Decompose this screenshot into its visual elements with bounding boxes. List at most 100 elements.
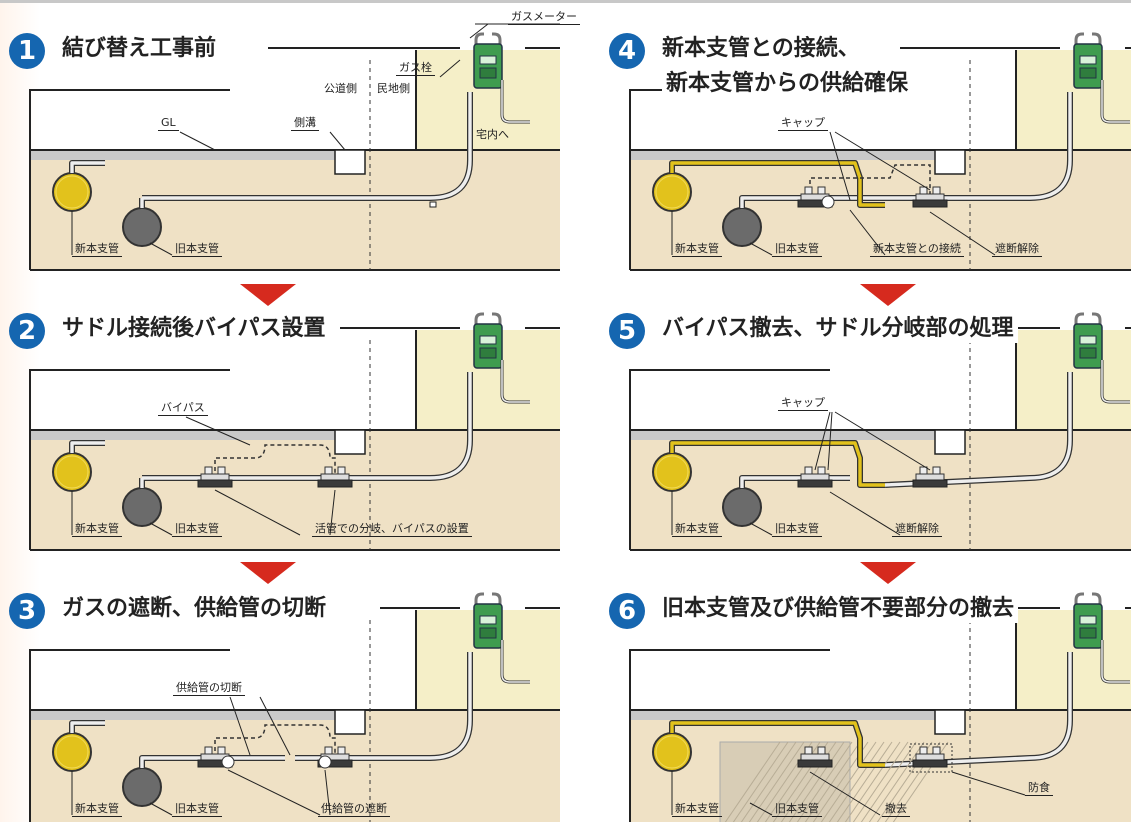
arrow-down-icon bbox=[240, 562, 296, 584]
gas-meter-icon bbox=[473, 43, 503, 89]
live-branch-label: 活管での分岐、バイパスの設置 bbox=[312, 522, 472, 537]
branch-leader bbox=[214, 489, 301, 536]
new-main-riser bbox=[70, 721, 105, 733]
step-1-number: 1 bbox=[9, 33, 45, 69]
saddle-fitting-2-cap-a bbox=[324, 466, 333, 475]
connect-leader bbox=[849, 209, 886, 256]
road-surface bbox=[30, 430, 335, 440]
saddle-fitting-1-clamp bbox=[797, 479, 833, 488]
top-border bbox=[0, 0, 1131, 3]
service-pipe bbox=[740, 92, 1072, 208]
new-main-label: 新本支管 bbox=[72, 242, 122, 257]
saddle-fitting-2-cap-b bbox=[932, 186, 941, 195]
old-main-pipe-icon bbox=[122, 767, 162, 807]
hatch-line bbox=[844, 741, 901, 822]
new-connection-pipe bbox=[705, 721, 885, 767]
saddle-fitting-2-cap-b bbox=[337, 466, 346, 475]
meter-pipe-left bbox=[1074, 312, 1084, 332]
meter-dial bbox=[479, 67, 497, 79]
meter-dial bbox=[1079, 347, 1097, 359]
old-main-leader bbox=[749, 522, 773, 536]
supply-shutoff-label: 供給管の遮断 bbox=[318, 802, 390, 817]
anticorrosion-wrap bbox=[909, 743, 953, 773]
new-main-inner bbox=[655, 175, 689, 209]
new-main-pipe-icon bbox=[652, 172, 692, 212]
step-5-panel: 5 バイパス撤去、サドル分岐部の処理 キャップ 新本支管 旧本支管 遮断解除 bbox=[600, 280, 1131, 551]
saddle-fitting-2-cap-a bbox=[919, 186, 928, 195]
soil bbox=[630, 430, 1131, 550]
saddle-fitting-2-clamp bbox=[317, 759, 353, 768]
old-main-label: 旧本支管 bbox=[172, 522, 222, 537]
shutoff-leader bbox=[324, 769, 331, 816]
old-main-leader bbox=[149, 522, 173, 536]
shutoff-bag bbox=[221, 755, 235, 769]
meter-pipe-right bbox=[492, 592, 502, 612]
new-main-inner bbox=[55, 175, 89, 209]
step-2-number: 2 bbox=[9, 313, 45, 349]
step-3-number: 3 bbox=[9, 593, 45, 629]
hatch-line bbox=[852, 741, 909, 822]
hatch-line bbox=[860, 741, 917, 822]
release-leader bbox=[929, 211, 996, 256]
new-main-riser bbox=[670, 441, 705, 453]
new-main-label: 新本支管 bbox=[672, 522, 722, 537]
new-main-riser bbox=[70, 161, 105, 173]
step-5-number: 5 bbox=[609, 313, 645, 349]
valve-leader bbox=[439, 59, 461, 78]
cap-leader bbox=[834, 411, 931, 471]
arrow-down-icon bbox=[860, 284, 916, 306]
protected-fitting-clamp bbox=[912, 759, 948, 768]
new-main-inner bbox=[655, 735, 689, 769]
meter-dial bbox=[1079, 67, 1097, 79]
hatch-line bbox=[804, 741, 861, 822]
old-main-leader bbox=[149, 242, 173, 256]
step-1-title: 結び替え工事前 bbox=[58, 35, 221, 63]
saddle-fitting-1-cap-b bbox=[817, 186, 826, 195]
step-1-panel: 1 結び替え工事前 ガスメーター ガス栓 公道側 民地側 宅内へ GL 側溝 新… bbox=[0, 0, 580, 271]
removed-fitting-cap-a bbox=[804, 746, 813, 755]
meter-display bbox=[1079, 335, 1097, 345]
private-side-label: 民地側 bbox=[377, 82, 410, 95]
gl-label: GL bbox=[158, 116, 179, 131]
meter-leader bbox=[469, 23, 489, 39]
service-pipe bbox=[884, 652, 1072, 767]
road-surface bbox=[630, 710, 935, 720]
old-main-pipe-icon bbox=[722, 487, 762, 527]
road-surface bbox=[630, 430, 935, 440]
new-main-inner bbox=[55, 735, 89, 769]
anticorrosion-leader bbox=[951, 771, 1026, 796]
hatch-line bbox=[820, 741, 877, 822]
cap-leader bbox=[834, 131, 931, 191]
meter-display bbox=[1079, 615, 1097, 625]
gutter bbox=[334, 429, 366, 455]
new-main-riser bbox=[670, 161, 705, 173]
step-4-title-line1: 新本支管との接続、 bbox=[658, 35, 864, 63]
old-main-label: 旧本支管 bbox=[172, 802, 222, 817]
saddle-fitting-2-clamp bbox=[912, 199, 948, 208]
step-2-scene bbox=[29, 312, 560, 551]
gutter bbox=[934, 429, 966, 455]
gutter bbox=[334, 709, 366, 735]
release-label: 遮断解除 bbox=[892, 522, 942, 537]
meter-pipe-left bbox=[1074, 592, 1084, 612]
old-main-label: 旧本支管 bbox=[772, 802, 822, 817]
step-3-scene bbox=[29, 592, 560, 822]
service-pipe bbox=[140, 372, 472, 488]
step-6-panel: 6 旧本支管及び供給管不要部分の撤去 新本支管 旧本支管 撤去 防食 bbox=[600, 560, 1131, 822]
shutoff-bag bbox=[318, 755, 332, 769]
meter-display bbox=[479, 615, 497, 625]
arrow-down-icon bbox=[240, 284, 296, 306]
meter-pipe-left bbox=[474, 32, 484, 52]
new-main-inner bbox=[55, 455, 89, 489]
hatch-line bbox=[828, 741, 885, 822]
step-3-title: ガスの遮断、供給管の切断 bbox=[58, 595, 331, 623]
gas-valve-label: ガス栓 bbox=[396, 61, 435, 76]
removal-label: 撤去 bbox=[882, 802, 910, 817]
step-2-title: サドル接続後バイパス設置 bbox=[58, 315, 330, 343]
anticorrosion-label: 防食 bbox=[1025, 781, 1053, 796]
saddle-fitting-1-cap-a bbox=[204, 466, 213, 475]
road-surface bbox=[30, 150, 335, 160]
saddle-fitting-1-cap-a bbox=[804, 466, 813, 475]
to-house-label: 宅内へ bbox=[476, 128, 509, 141]
